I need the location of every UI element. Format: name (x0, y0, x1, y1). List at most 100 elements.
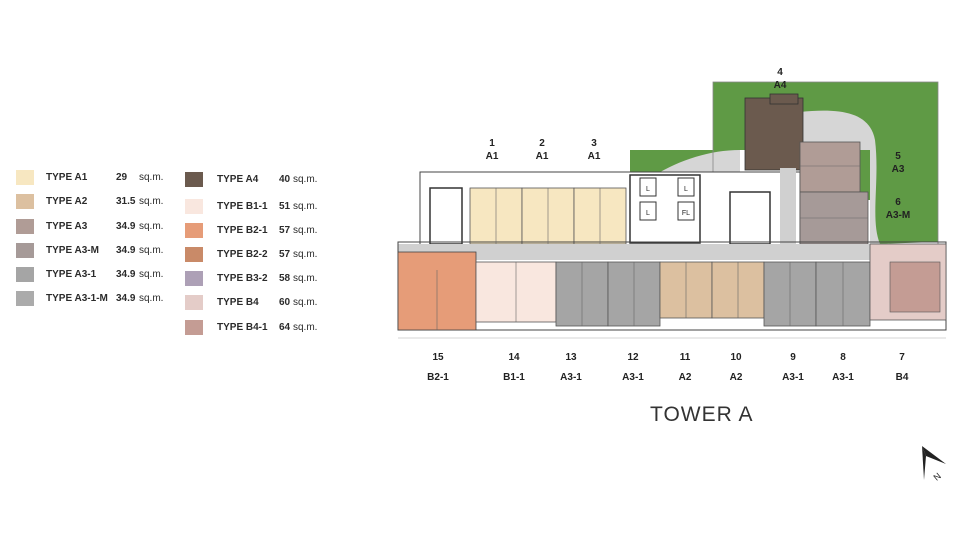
unit-number: 12 (627, 352, 639, 363)
legend-type-name: TYPE B4 (217, 297, 259, 308)
legend-item: TYPE A4 40 sq.m. (185, 171, 317, 188)
legend-swatch (16, 243, 34, 258)
legend-unit: sq.m. (293, 174, 318, 185)
stair-left (429, 187, 463, 245)
unit-type: A3-1 (560, 372, 582, 383)
north-arrow-icon: N (922, 446, 946, 483)
unit-number: 3 (591, 138, 597, 149)
unit-number: 13 (565, 352, 577, 363)
unit-number: 14 (508, 352, 520, 363)
legend-swatch (16, 170, 34, 185)
legend-area: 34.9 (116, 221, 135, 232)
legend-area: 57 (279, 225, 290, 236)
unit-7-b4-inner (889, 261, 941, 313)
compass-label: N (931, 471, 942, 483)
legend-area-value: 34.9 (116, 269, 136, 280)
legend-item: TYPE B2-2 57 sq.m. (185, 246, 317, 263)
legend-swatch (185, 223, 203, 238)
unit-number: 1 (489, 138, 495, 149)
legend-area-value: 57 (279, 225, 291, 236)
legend-area-value: 40 (279, 174, 291, 185)
unit-type: B2-1 (427, 372, 449, 383)
unit-number: 9 (790, 352, 796, 363)
unit-type: A3-1 (832, 372, 854, 383)
legend-unit: sq.m. (293, 297, 318, 308)
unit-label: 6 A3-M (878, 196, 918, 222)
legend-type-name: TYPE B3-2 (217, 273, 268, 284)
unit-label: 4 A4 (760, 66, 800, 92)
legend-item: TYPE A3-1 34.9 sq.m. (16, 266, 163, 283)
legend-swatch (16, 267, 34, 282)
unit-type: A1 (485, 151, 499, 162)
unit-4-a4 (744, 97, 804, 171)
legend-area: 60 (279, 297, 290, 308)
legend-swatch (16, 291, 34, 306)
unit-label: 8 A3-1 (823, 348, 863, 388)
legend-unit: sq.m. (139, 245, 164, 256)
legend-type-name: TYPE B2-1 (217, 225, 268, 236)
lift-3 (677, 177, 695, 197)
unit-label: 9 A3-1 (773, 348, 813, 388)
legend-swatch (16, 194, 34, 209)
unit-type: A4 (773, 80, 787, 91)
legend-swatch (185, 172, 203, 187)
unit-number: 4 (777, 67, 783, 78)
unit-label: 12 A3-1 (613, 348, 653, 388)
unit-label: 3 A1 (574, 137, 614, 163)
lift-2 (639, 201, 657, 221)
legend-area-value: 29 (116, 172, 128, 183)
unit-type: A3 (891, 164, 905, 175)
legend-type-name: TYPE A3 (46, 221, 88, 232)
lift-label: L (646, 210, 650, 217)
legend-unit: sq.m. (293, 322, 318, 333)
corridor (398, 244, 946, 260)
unit-4-a4-upper (769, 93, 799, 105)
legend-type-name: TYPE B4-1 (217, 322, 268, 333)
legend-area: 34.9 (116, 293, 135, 304)
legend-swatch (185, 199, 203, 214)
paving-area-left (655, 150, 740, 175)
unit-type: A1 (535, 151, 549, 162)
legend-area: 40 (279, 174, 290, 185)
legend-unit: sq.m. (139, 196, 164, 207)
legend-type-name: TYPE B2-2 (217, 249, 268, 260)
legend-area: 34.9 (116, 269, 135, 280)
legend-area: 58 (279, 273, 290, 284)
legend-type-name: TYPE B1-1 (217, 201, 268, 212)
unit-label: 7 B4 (882, 348, 922, 388)
stair-right (729, 191, 771, 245)
legend-area: 34.9 (116, 245, 135, 256)
legend-item: TYPE A1 29 sq.m. (16, 169, 163, 186)
legend-swatch (185, 295, 203, 310)
tower-title: TOWER A (650, 403, 754, 426)
legend-unit: sq.m. (293, 225, 318, 236)
unit-number: 7 (899, 352, 905, 363)
unit-label: 15 B2-1 (418, 348, 458, 388)
unit-type: A3-1 (622, 372, 644, 383)
legend-area-value: 64 (279, 322, 291, 333)
legend-unit: sq.m. (293, 249, 318, 260)
unit-type: A1 (587, 151, 601, 162)
legend-area-value: 60 (279, 297, 291, 308)
unit-label: 11 A2 (665, 348, 705, 388)
unit-number: 5 (895, 151, 901, 162)
legend-area-value: 34.9 (116, 221, 136, 232)
lift-label: L (684, 186, 688, 193)
legend-area: 31.5 (116, 196, 135, 207)
unit-number: 8 (840, 352, 846, 363)
legend-area: 64 (279, 322, 290, 333)
unit-label: 14 B1-1 (494, 348, 534, 388)
legend-unit: sq.m. (139, 172, 164, 183)
unit-number: 2 (539, 138, 545, 149)
legend-unit: sq.m. (139, 269, 164, 280)
legend-item: TYPE B1-1 51 sq.m. (185, 198, 317, 215)
legend-item: TYPE A3 34.9 sq.m. (16, 218, 163, 235)
legend-area-value: 31.5 (116, 196, 136, 207)
legend-item: TYPE A3-M 34.9 sq.m. (16, 242, 163, 259)
legend-type-name: TYPE A2 (46, 196, 88, 207)
lift-label: FL (682, 210, 690, 217)
unit-5-a3 (799, 141, 861, 193)
unit-number: 15 (432, 352, 444, 363)
unit-type: B1-1 (503, 372, 525, 383)
